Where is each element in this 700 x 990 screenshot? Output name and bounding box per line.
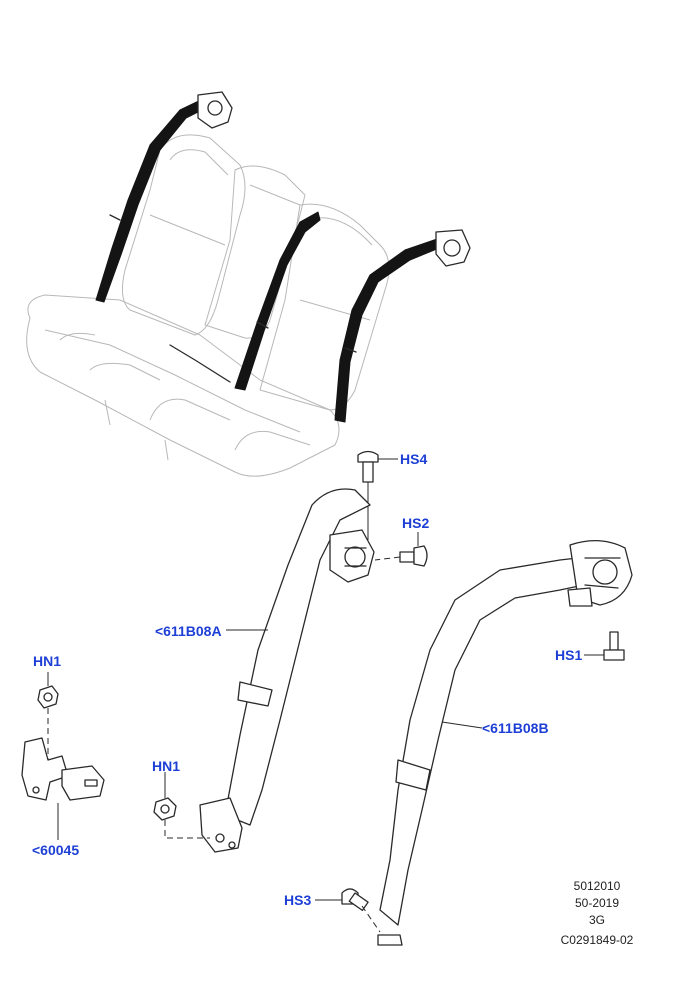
installed-seat-belts: [95, 91, 471, 423]
bolt-hs3: [315, 888, 381, 933]
reference-code: 5012010: [574, 879, 621, 893]
callout-hn1-center: HN1: [152, 758, 180, 774]
callout-part-611b08b: <611B08B: [482, 720, 549, 736]
reference-variant: 3G: [589, 913, 605, 927]
bolt-hs1: [584, 631, 625, 661]
callout-hs4: HS4: [400, 451, 427, 467]
callout-hs3: HS3: [284, 892, 311, 908]
nut-hn1-center: [153, 772, 210, 839]
callout-part-60045: <60045: [32, 842, 79, 858]
callout-hs1: HS1: [555, 647, 582, 663]
reference-figure-id: C0291849-02: [561, 933, 634, 947]
callout-hn1-left: HN1: [33, 653, 61, 669]
buckle-60045: [21, 672, 105, 840]
rear-seat-illustration: [26, 134, 390, 477]
seat-belt-611b08b: [377, 540, 633, 946]
bolt-hs4: [357, 450, 398, 540]
callout-part-611b08a: <611B08A: [155, 623, 222, 639]
seat-belt-611b08a: [199, 488, 375, 853]
callout-hs2: HS2: [402, 515, 429, 531]
reference-date: 50-2019: [575, 896, 619, 910]
bolt-hs2: [374, 532, 428, 567]
